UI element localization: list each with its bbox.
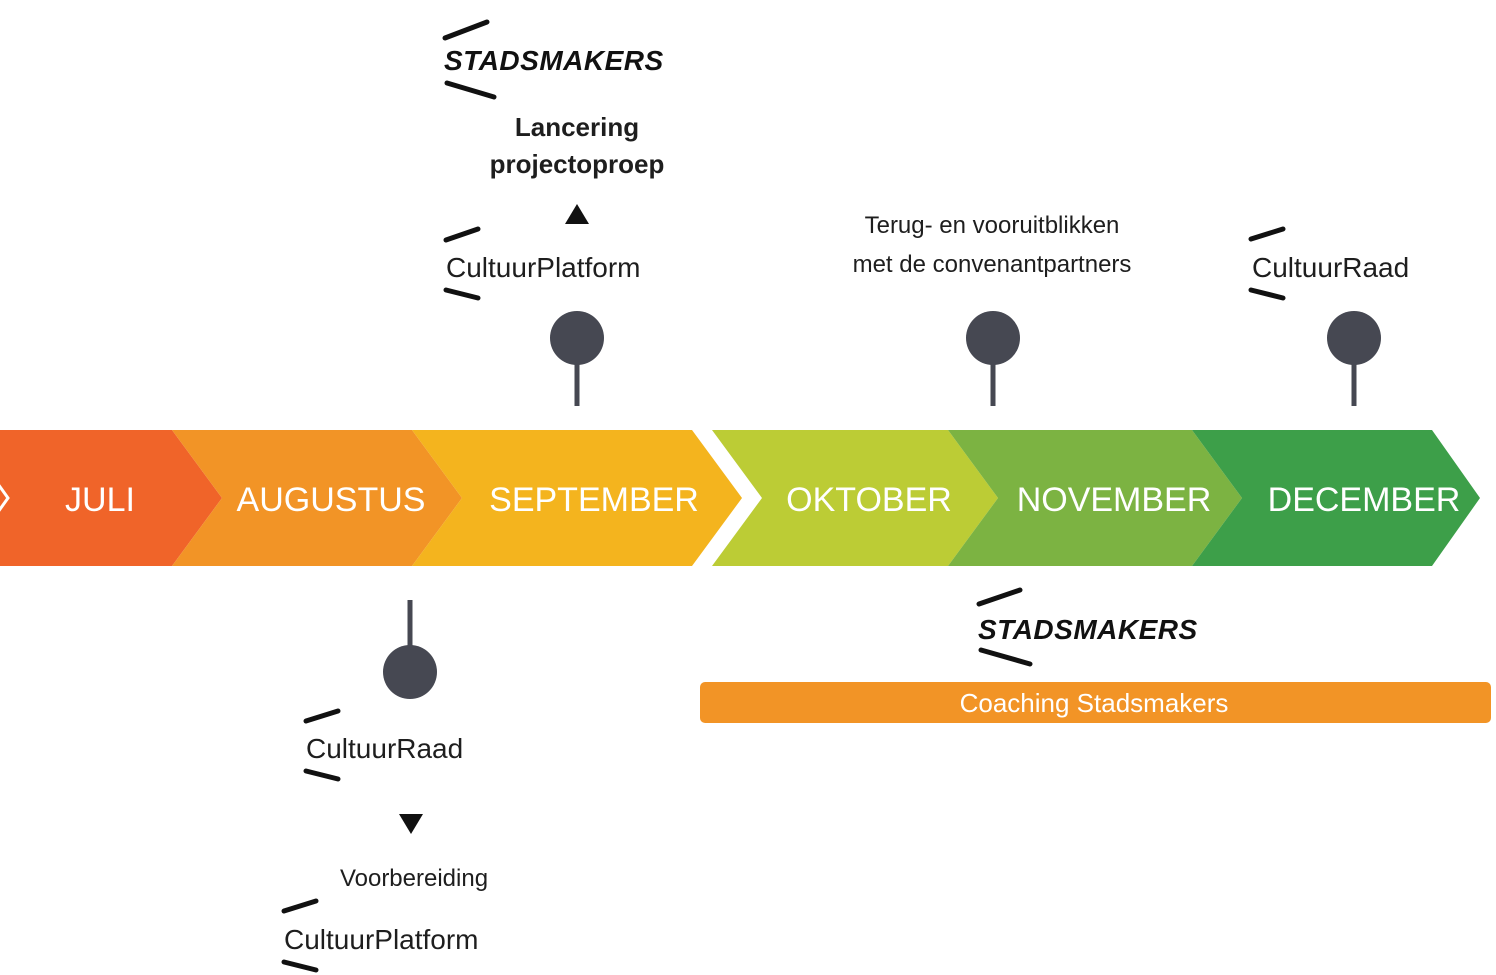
augustus-event: CultuurRaad Voorbereiding CultuurPlatfor… (281, 600, 488, 973)
month-segment-juli (0, 430, 222, 566)
coaching-section: STADSMAKERS Coaching Stadsmakers (700, 587, 1491, 723)
milestone-pin (383, 645, 437, 699)
cultuurraad-label: CultuurRaad (306, 733, 463, 764)
launch-label-line2: projectoproep (490, 149, 665, 179)
coaching-bar (700, 682, 1491, 723)
milestone-pin (550, 311, 604, 365)
month-label-december: DECEMBER (1268, 481, 1461, 519)
launch-label-line1: Lancering (515, 112, 639, 142)
month-label-juli: JULI (65, 481, 135, 519)
month-band: JULI AUGUSTUS SEPTEMBER OKTOBER NOVEMBER… (0, 430, 1480, 566)
cultuurraad-label: CultuurRaad (1252, 252, 1409, 283)
september-event: STADSMAKERS Lancering projectoproep Cult… (442, 19, 665, 406)
cultuurraad-logo: CultuurRaad (303, 708, 463, 782)
december-event: CultuurRaad (1248, 226, 1409, 406)
month-label-november: NOVEMBER (1017, 481, 1212, 519)
left-chevron-icon (0, 484, 10, 512)
preparation-label: Voorbereiding (340, 865, 488, 892)
milestone-pin (966, 311, 1020, 365)
month-label-oktober: OKTOBER (786, 481, 952, 519)
month-segment-augustus (172, 430, 462, 566)
cultuurraad-logo: CultuurRaad (1248, 226, 1409, 301)
stadsmakers-logo: STADSMAKERS (976, 587, 1198, 667)
month-label-augustus: AUGUSTUS (237, 481, 426, 519)
review-label-line2: met de convenantpartners (853, 251, 1132, 278)
cultuurplatform-label: CultuurPlatform (284, 924, 479, 955)
cultuurplatform-logo: CultuurPlatform (281, 898, 479, 973)
cultuurplatform-label: CultuurPlatform (446, 252, 641, 283)
month-segment-december (1192, 430, 1480, 566)
up-triangle-icon (565, 204, 589, 224)
month-segment-oktober (712, 430, 998, 566)
oktober-event: Terug- en vooruitblikken met de convenan… (853, 212, 1132, 406)
milestone-pin (1327, 311, 1381, 365)
stadsmakers-brand-text: STADSMAKERS (978, 614, 1198, 645)
month-label-september: SEPTEMBER (489, 481, 699, 519)
stadsmakers-logo: STADSMAKERS (442, 19, 664, 100)
coaching-bar-label: Coaching Stadsmakers (960, 688, 1229, 718)
review-label-line1: Terug- en vooruitblikken (865, 212, 1120, 239)
stadsmakers-brand-text: STADSMAKERS (444, 45, 664, 76)
month-segment-september (412, 430, 742, 566)
down-triangle-icon (399, 814, 423, 834)
month-segment-november (948, 430, 1242, 566)
cultuurplatform-logo: CultuurPlatform (443, 226, 641, 301)
